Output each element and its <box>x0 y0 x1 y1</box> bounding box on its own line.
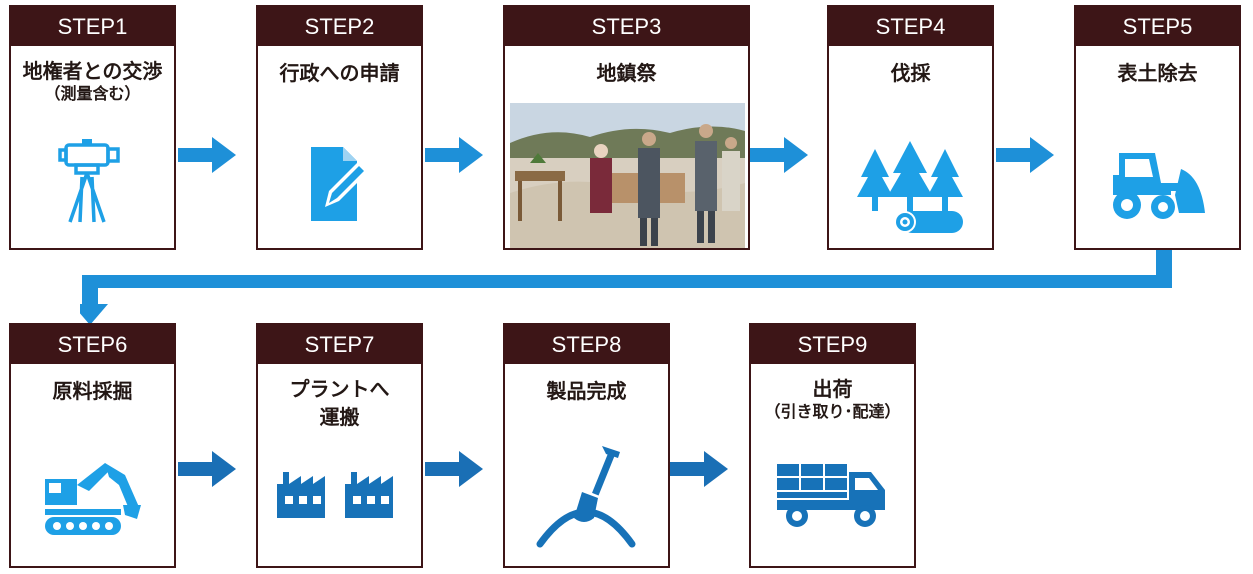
step-label: STEP1 <box>11 7 174 46</box>
step-card-1: STEP1 地権者との交渉 （測量含む） <box>9 5 176 250</box>
step-card-2: STEP2 行政への申請 <box>256 5 423 250</box>
bulldozer-icon <box>1076 147 1239 222</box>
step-title: 表土除去 <box>1117 61 1198 85</box>
step-title: 出荷 <box>812 377 853 401</box>
trees-log-icon <box>829 139 992 234</box>
delivery-truck-icon <box>751 460 914 530</box>
step-card-4: STEP4 伐採 <box>827 5 994 250</box>
surveying-tripod-icon <box>11 137 174 227</box>
step-card-5: STEP5 表土除去 <box>1074 5 1241 250</box>
excavator-icon <box>11 455 174 540</box>
step-title: 行政への申請 <box>279 61 400 85</box>
step-label: STEP5 <box>1076 7 1239 46</box>
ceremony-photo <box>510 103 745 248</box>
step-label: STEP4 <box>829 7 992 46</box>
arrow-right-7 <box>670 451 728 487</box>
arrow-right-2 <box>425 137 483 173</box>
step-label: STEP9 <box>751 325 914 364</box>
arrow-right-5 <box>178 451 236 487</box>
step-card-8: STEP8 製品完成 <box>503 323 670 568</box>
step-card-3: STEP3 地鎮祭 <box>503 5 750 250</box>
step-card-9: STEP9 出荷 （引き取り･配達） <box>749 323 916 568</box>
step-label: STEP6 <box>11 325 174 364</box>
step-title: 製品完成 <box>546 379 627 403</box>
arrow-right-3 <box>750 137 808 173</box>
arrow-right-4 <box>996 137 1054 173</box>
step-title: 原料採掘 <box>52 379 133 403</box>
step-card-7: STEP7 プラントへ 運搬 <box>256 323 423 568</box>
arrow-right-1 <box>178 137 236 173</box>
step-label: STEP2 <box>258 7 421 46</box>
step-label: STEP3 <box>505 7 748 46</box>
step-label: STEP8 <box>505 325 668 364</box>
connector-arrow <box>80 250 1172 325</box>
factory-icon <box>258 470 421 520</box>
step-subtitle: （引き取り･配達） <box>764 402 901 421</box>
step-title: 地鎮祭 <box>596 61 657 85</box>
step-title: プラントへ <box>289 377 390 401</box>
step-title: 伐採 <box>890 61 931 85</box>
step-subtitle: 運搬 <box>319 405 360 429</box>
step-card-6: STEP6 原料採掘 <box>9 323 176 568</box>
document-edit-icon <box>258 145 421 225</box>
step-title: 地権者との交渉 <box>22 59 163 83</box>
shovel-mound-icon <box>505 440 668 550</box>
step-label: STEP7 <box>258 325 421 364</box>
step-subtitle: （測量含む） <box>44 84 141 103</box>
arrow-right-6 <box>425 451 483 487</box>
